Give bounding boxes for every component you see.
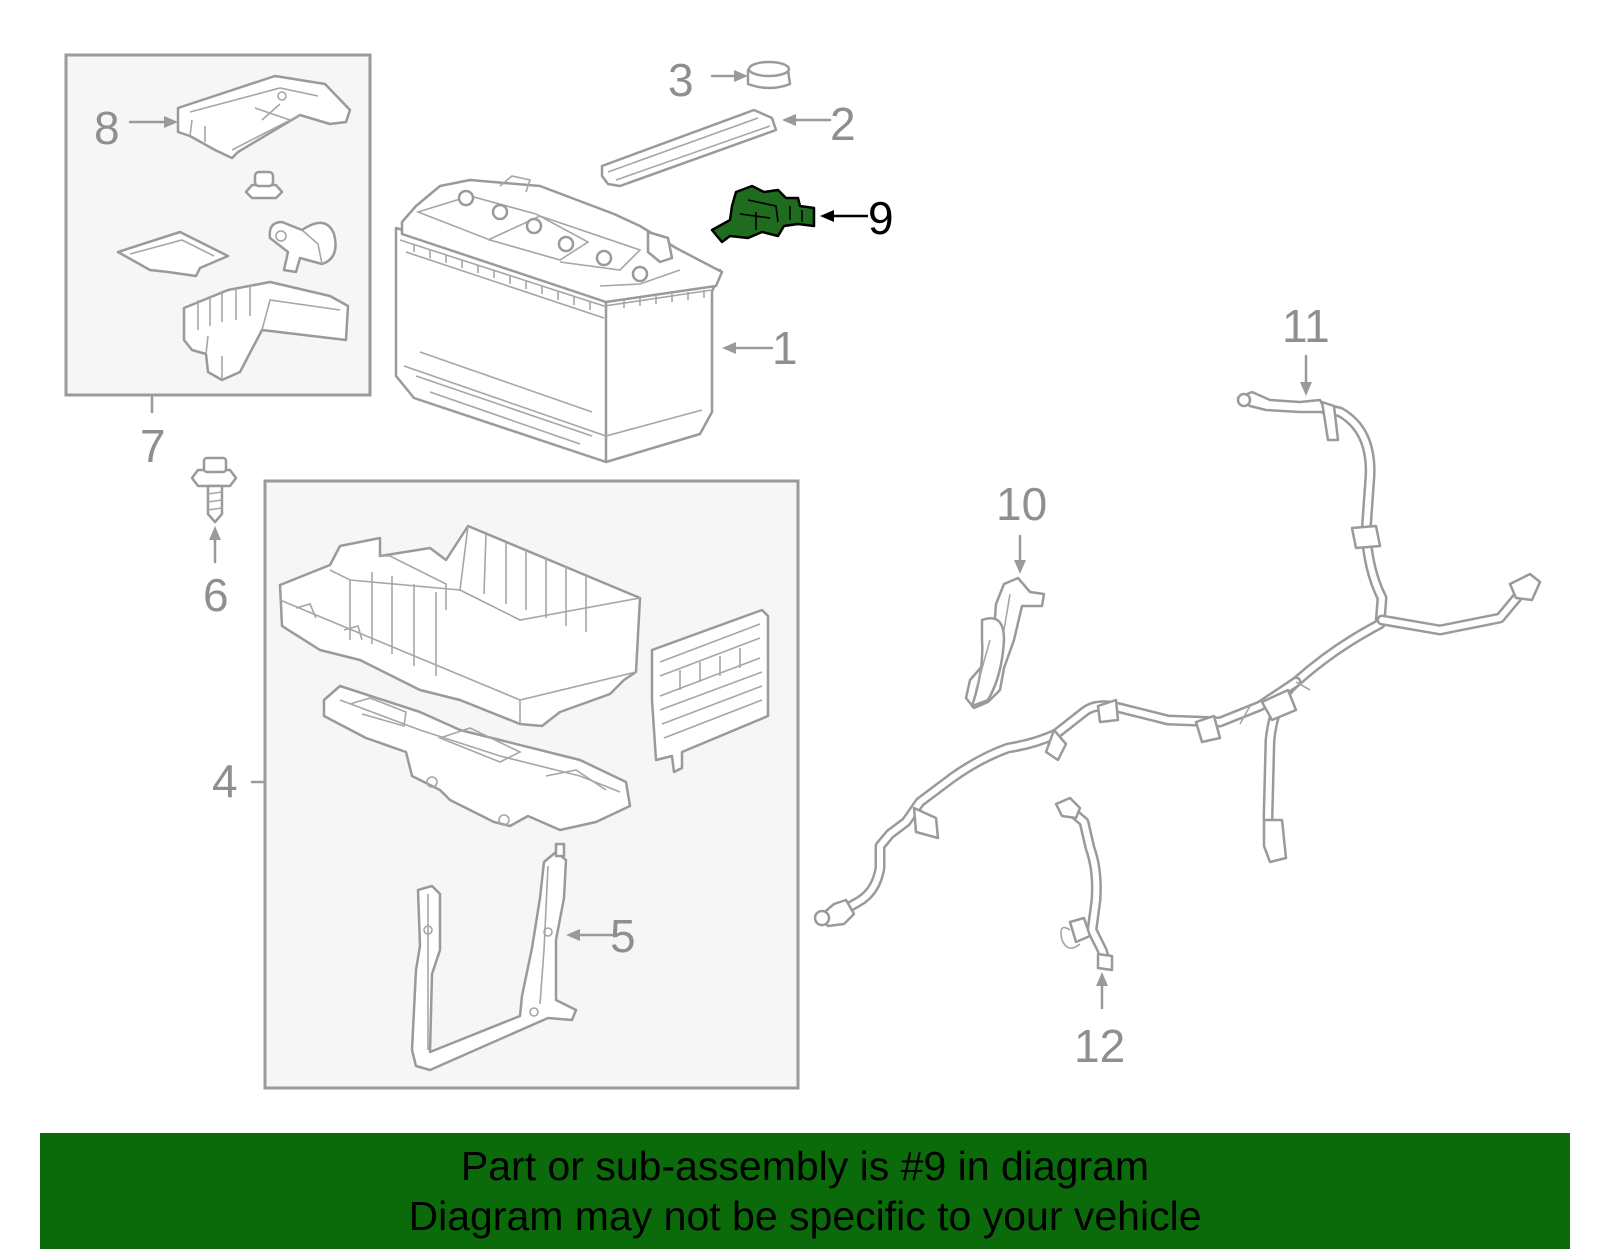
- banner-line-1: Part or sub-assembly is #9 in diagram: [460, 1143, 1150, 1189]
- part-4-tray: [278, 524, 642, 728]
- callout-10: 10: [996, 478, 1047, 530]
- part-5-bracket: [410, 842, 578, 1072]
- info-banner: Part or sub-assembly is #9 in diagram Di…: [40, 1133, 1570, 1249]
- part-9-highlighted: [710, 184, 816, 244]
- part-4-base-plate: [322, 684, 632, 832]
- callout-9: 9: [868, 192, 894, 244]
- callout-11: 11: [1282, 300, 1330, 352]
- part-2-hold-down-bar: [600, 108, 778, 188]
- part-7-nut: [244, 170, 284, 200]
- callout-5: 5: [610, 910, 636, 962]
- callout-4: 4: [212, 755, 238, 807]
- part-8-terminal-cover: [176, 74, 352, 160]
- part-10-bracket: [964, 576, 1046, 710]
- callout-1: 1: [772, 322, 798, 374]
- part-3-cap: [746, 60, 792, 90]
- callout-6: 6: [203, 569, 229, 621]
- part-6-bolt: [190, 456, 238, 524]
- leader-arrows: [128, 70, 1312, 1010]
- part-7-plate: [116, 230, 230, 278]
- part-4-side-panel: [650, 608, 770, 774]
- banner-line-2: Diagram may not be specific to your vehi…: [408, 1193, 1202, 1239]
- callout-2: 2: [830, 98, 856, 150]
- part-7-fuse-holder: [182, 280, 350, 382]
- part-11-cable-harness: [813, 390, 1542, 928]
- part-1-battery: [394, 175, 724, 464]
- callout-12: 12: [1074, 1020, 1125, 1072]
- part-12-small-cable: [1054, 796, 1114, 972]
- part-7-clamp: [268, 220, 337, 274]
- callout-8: 8: [94, 102, 120, 154]
- callout-3: 3: [668, 54, 694, 106]
- callout-7: 7: [140, 420, 166, 472]
- part-9-shape: [710, 184, 816, 244]
